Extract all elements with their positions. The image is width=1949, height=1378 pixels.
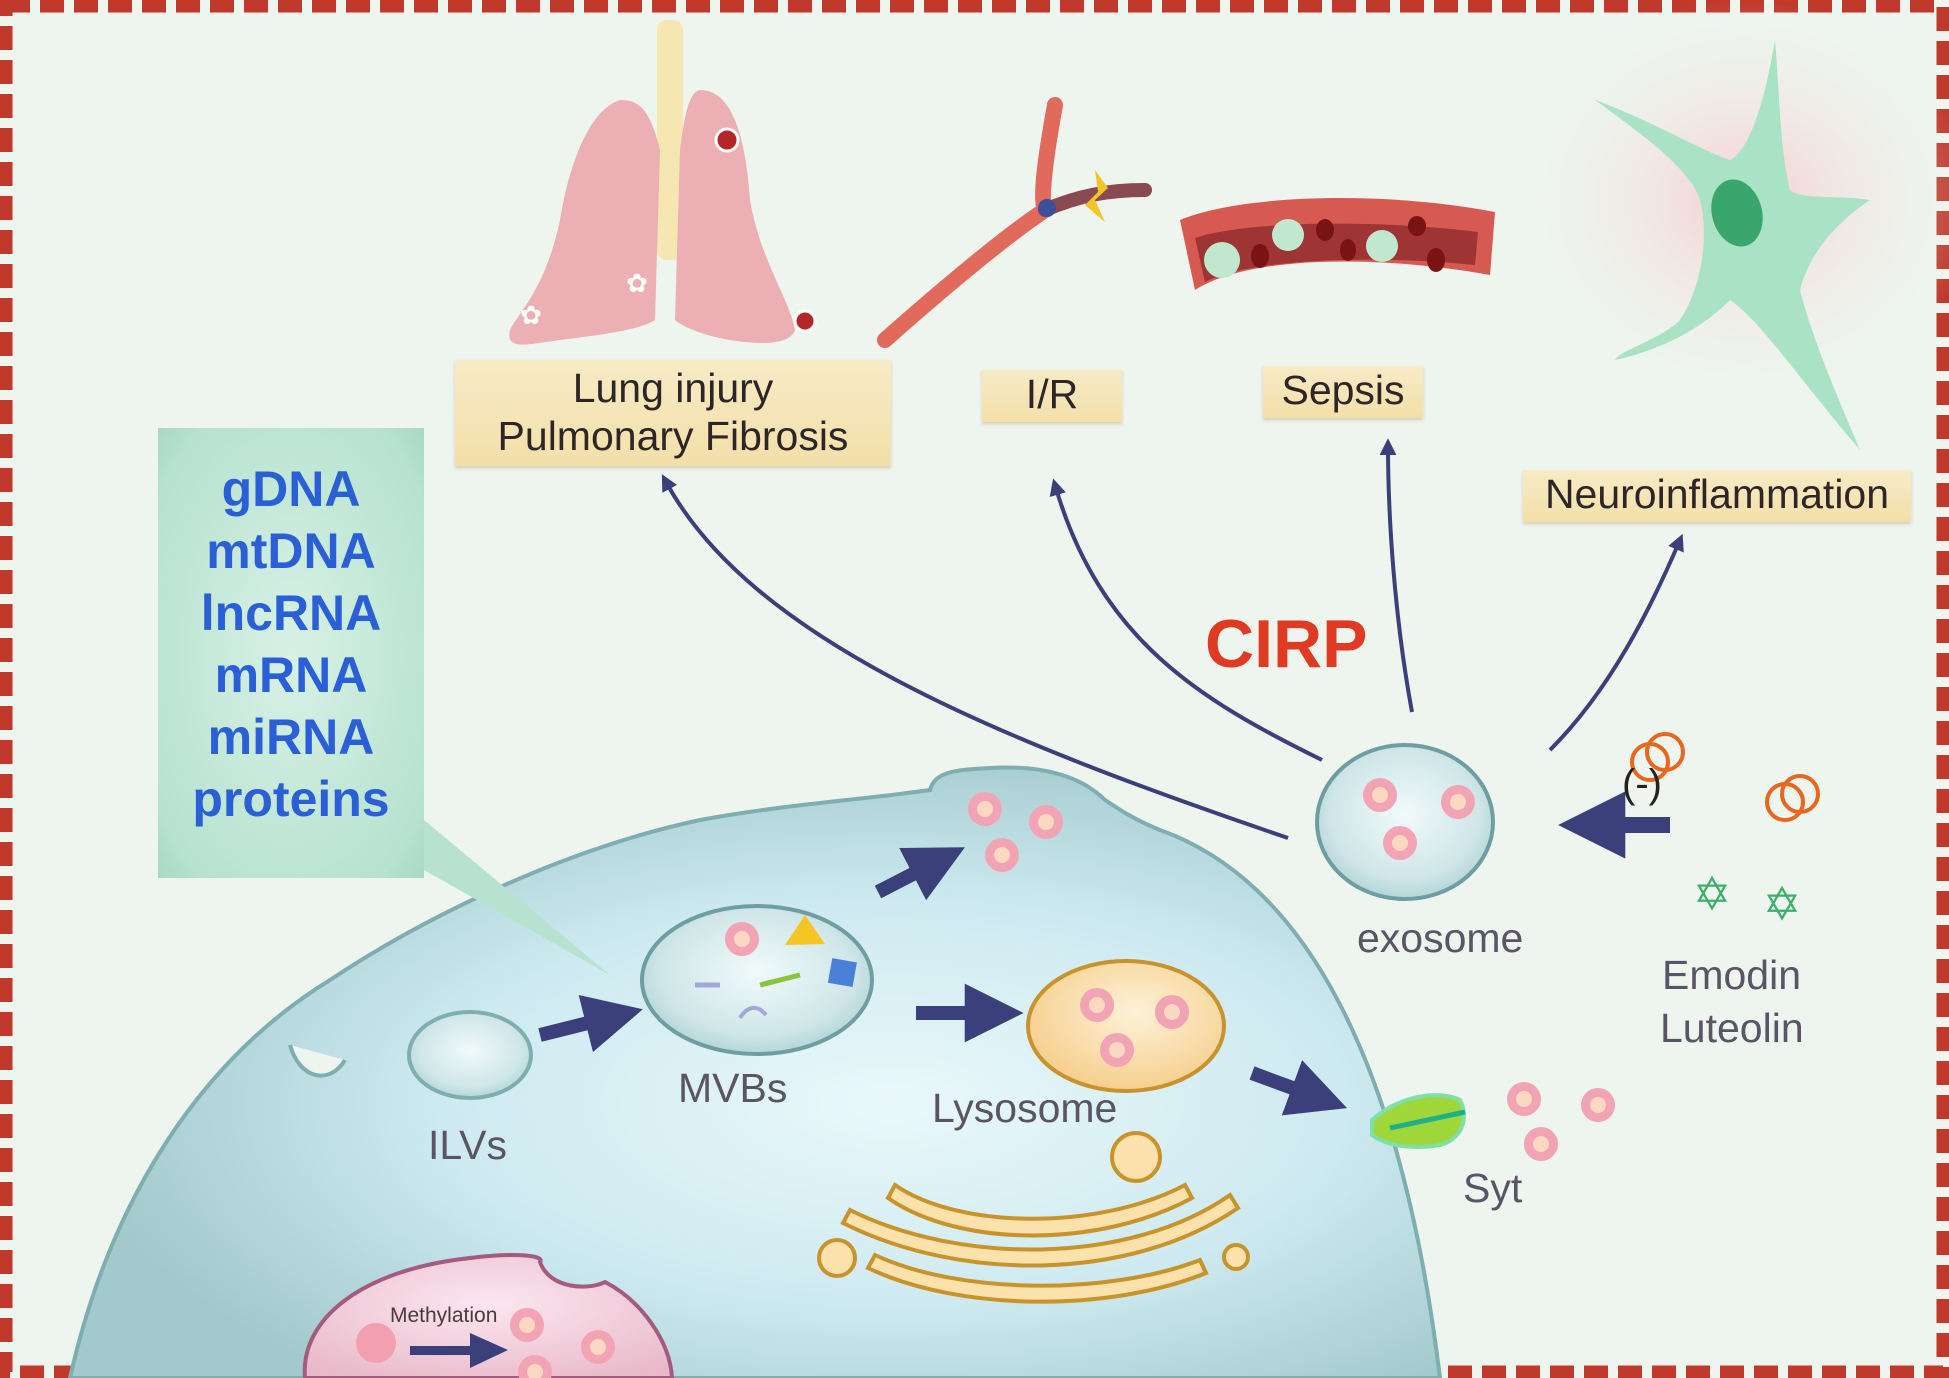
outcome-tag-lung: Lung injury Pulmonary Fibrosis xyxy=(455,360,891,466)
cargo-item-lncrna: lncRNA xyxy=(200,585,382,641)
outcome-tag-sepsis: Sepsis xyxy=(1263,366,1423,418)
cargo-item-proteins: proteins xyxy=(192,771,390,827)
inhibitor-emodin-label: Emodin xyxy=(1662,952,1802,998)
luteolin-icon: ✡✡ xyxy=(1693,868,1802,930)
lysosome xyxy=(1026,959,1226,1093)
outcome-tag-neuroinflammation: Neuroinflammation xyxy=(1523,470,1911,522)
arrow-to-sepsis xyxy=(1379,438,1414,713)
mvbs-vesicle xyxy=(640,904,874,1056)
cargo-callout: gDNA mtDNA lncRNA mRNA miRNA proteins xyxy=(158,428,424,878)
cargo-item-gdna: gDNA xyxy=(221,461,361,517)
svg-text:✡: ✡ xyxy=(1693,868,1732,920)
cargo-item-mirna: miRNA xyxy=(207,709,375,765)
cargo-item-mtdna: mtDNA xyxy=(206,523,376,579)
cirp-label: CIRP xyxy=(1205,606,1368,682)
ilvs-vesicle xyxy=(407,1010,533,1100)
lungs-icon: ✿ ✿ xyxy=(509,20,817,345)
inhibitor-luteolin-label: Luteolin xyxy=(1660,1005,1804,1051)
methylation-label: Methylation xyxy=(390,1304,497,1327)
lysosome-label: Lysosome xyxy=(932,1085,1118,1131)
svg-text:✿: ✿ xyxy=(520,300,542,330)
cargo-item-mrna: mRNA xyxy=(214,647,368,703)
inhibition-label: (-) xyxy=(1622,762,1662,806)
nucleus xyxy=(302,1253,675,1378)
ilvs-label: ILVs xyxy=(428,1122,507,1168)
exosome xyxy=(1315,743,1495,901)
lung-label-line2: Pulmonary Fibrosis xyxy=(497,413,849,459)
svg-text:✿: ✿ xyxy=(626,268,648,298)
syt-protein-icon xyxy=(1370,1093,1466,1149)
outcome-tag-ir: I/R xyxy=(982,370,1122,422)
exosome-label: exosome xyxy=(1357,915,1524,961)
glial-cell-icon xyxy=(1515,0,1949,450)
blood-vessel-occlusion-icon xyxy=(877,97,1152,348)
arrow-to-ir xyxy=(1049,478,1323,762)
arrow-to-neuro xyxy=(1548,533,1684,752)
lung-label-line1: Lung injury xyxy=(572,365,774,411)
arrow-to-lung xyxy=(661,474,1289,840)
syt-label: Syt xyxy=(1463,1165,1523,1211)
svg-text:✡: ✡ xyxy=(1763,878,1802,930)
blood-vessel-cross-section-icon xyxy=(1180,198,1495,290)
golgi-apparatus xyxy=(817,1131,1250,1304)
emodin-icon xyxy=(1630,732,1820,822)
mvbs-label: MVBs xyxy=(678,1065,788,1111)
